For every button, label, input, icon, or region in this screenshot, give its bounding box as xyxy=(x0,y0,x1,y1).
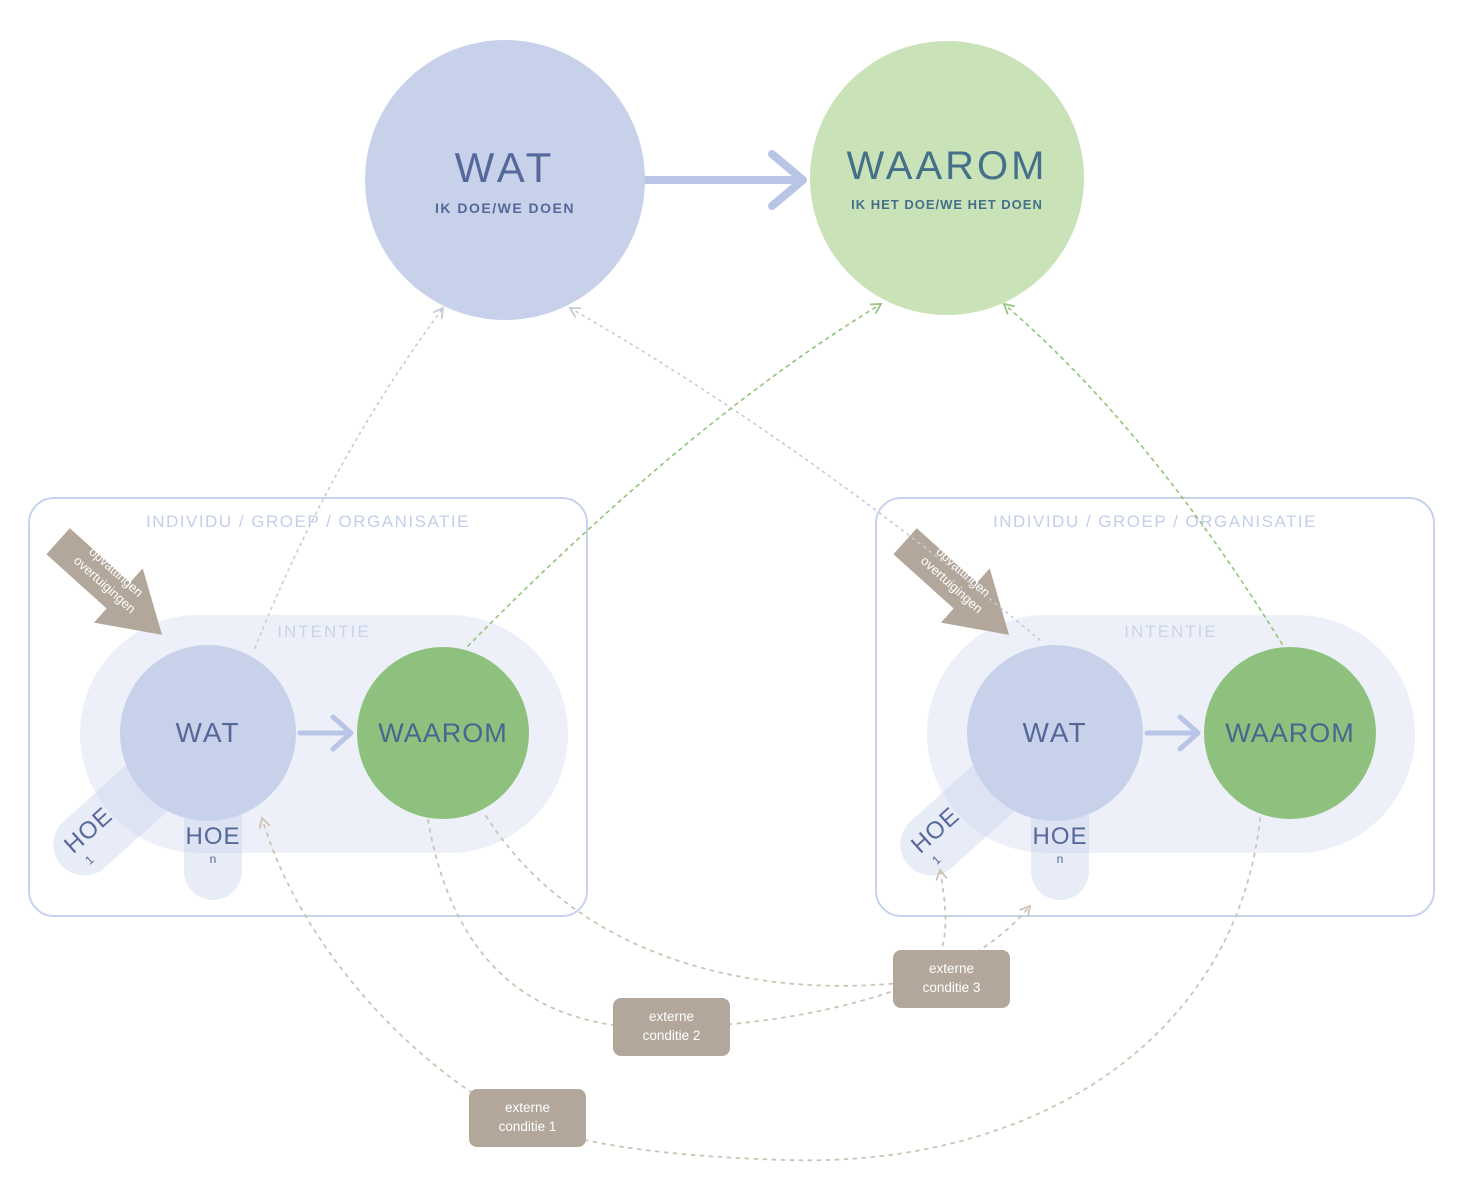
externe-conditie-3-box: externe conditie 3 xyxy=(893,950,1010,1008)
hoen-label-left: HOE xyxy=(185,822,241,850)
top-waarom-title: WAAROM xyxy=(846,144,1048,188)
wat-circle-right: WAT xyxy=(967,645,1143,821)
panel-right-title: INDIVIDU / GROEP / ORGANISATIE xyxy=(993,512,1317,531)
wat-label-left: WAT xyxy=(175,717,241,748)
waarom-circle-left: WAAROM xyxy=(357,647,529,819)
conditie-1-line1: externe xyxy=(504,1100,551,1116)
hoe1-sub-left: 1 xyxy=(81,852,97,868)
top-arrow-wat-to-waarom xyxy=(638,150,807,210)
panel-left-title: INDIVIDU / GROEP / ORGANISATIE xyxy=(146,512,470,531)
conditie-3-line2: conditie 3 xyxy=(922,980,981,995)
externe-conditie-2-box: externe conditie 2 xyxy=(613,998,730,1056)
conditie-2-line1: externe xyxy=(648,1009,695,1025)
hoen-sub-right: n xyxy=(1056,851,1064,866)
top-waarom-subtitle: IK HET DOE/WE HET DOEN xyxy=(851,197,1043,212)
wat-label-right: WAT xyxy=(1022,717,1088,748)
waarom-label-left: WAAROM xyxy=(378,717,508,748)
waarom-circle-right: WAAROM xyxy=(1204,647,1376,819)
conditie-3-line1: externe xyxy=(928,961,975,977)
top-wat-title: WAT xyxy=(454,144,556,191)
hoe1-sub-right: 1 xyxy=(928,852,944,868)
conditie-2-line2: conditie 2 xyxy=(642,1028,701,1043)
waarom-label-right: WAAROM xyxy=(1225,717,1355,748)
top-wat-subtitle: IK DOE/WE DOEN xyxy=(434,200,575,216)
hoen-label-right: HOE xyxy=(1032,822,1088,850)
top-waarom-circle: WAAROM IK HET DOE/WE HET DOEN xyxy=(810,41,1084,315)
wat-circle-left: WAT xyxy=(120,645,296,821)
hoen-sub-left: n xyxy=(209,851,217,866)
top-wat-circle: WAT IK DOE/WE DOEN xyxy=(365,40,645,320)
conditie-1-line2: conditie 1 xyxy=(498,1119,557,1134)
externe-conditie-1-box: externe conditie 1 xyxy=(469,1089,586,1147)
